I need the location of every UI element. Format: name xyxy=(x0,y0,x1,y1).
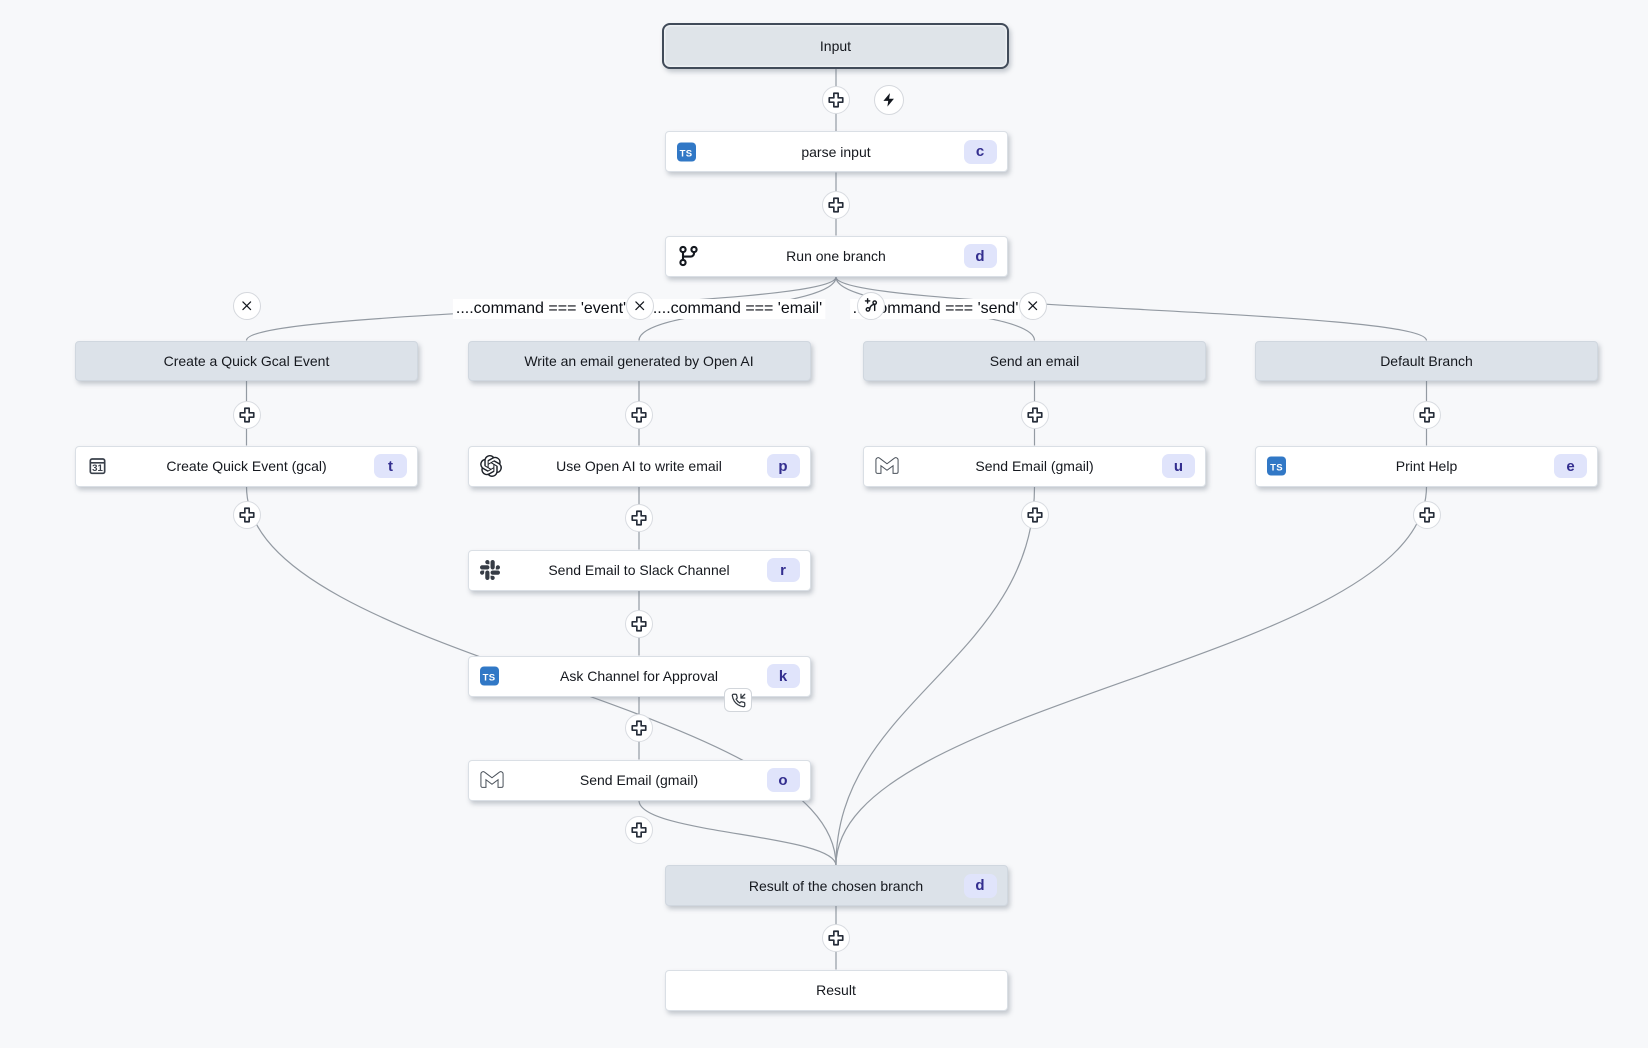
svg-text:31: 31 xyxy=(92,463,103,474)
